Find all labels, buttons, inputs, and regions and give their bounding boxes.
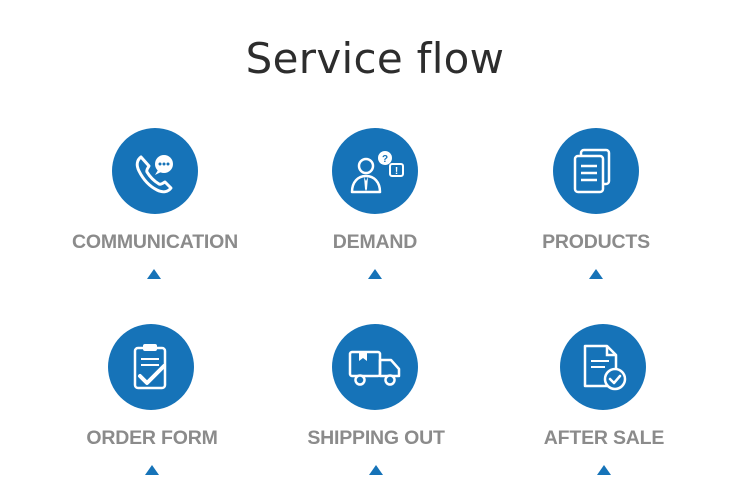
document-check-icon (560, 324, 646, 410)
up-arrow-icon (145, 465, 159, 475)
page-title: Service flow (245, 34, 505, 83)
step-label: PRODUCTS (542, 231, 650, 253)
step-label: SHIPPING OUT (307, 427, 445, 449)
phone-chat-icon (112, 128, 198, 214)
person-question-icon: ? ! (332, 128, 418, 214)
up-arrow-icon (368, 269, 382, 279)
step-label: ORDER FORM (86, 427, 218, 449)
up-arrow-icon (589, 269, 603, 279)
step-label: AFTER SALE (543, 427, 665, 449)
svg-text:?: ? (382, 154, 388, 165)
truck-icon (332, 324, 418, 410)
up-arrow-icon (369, 465, 383, 475)
svg-text:!: ! (395, 166, 398, 177)
up-arrow-icon (597, 465, 611, 475)
documents-icon (553, 128, 639, 214)
step-label: DEMAND (332, 231, 418, 253)
step-label: COMMUNICATION (71, 231, 239, 253)
up-arrow-icon (147, 269, 161, 279)
clipboard-check-icon (108, 324, 194, 410)
